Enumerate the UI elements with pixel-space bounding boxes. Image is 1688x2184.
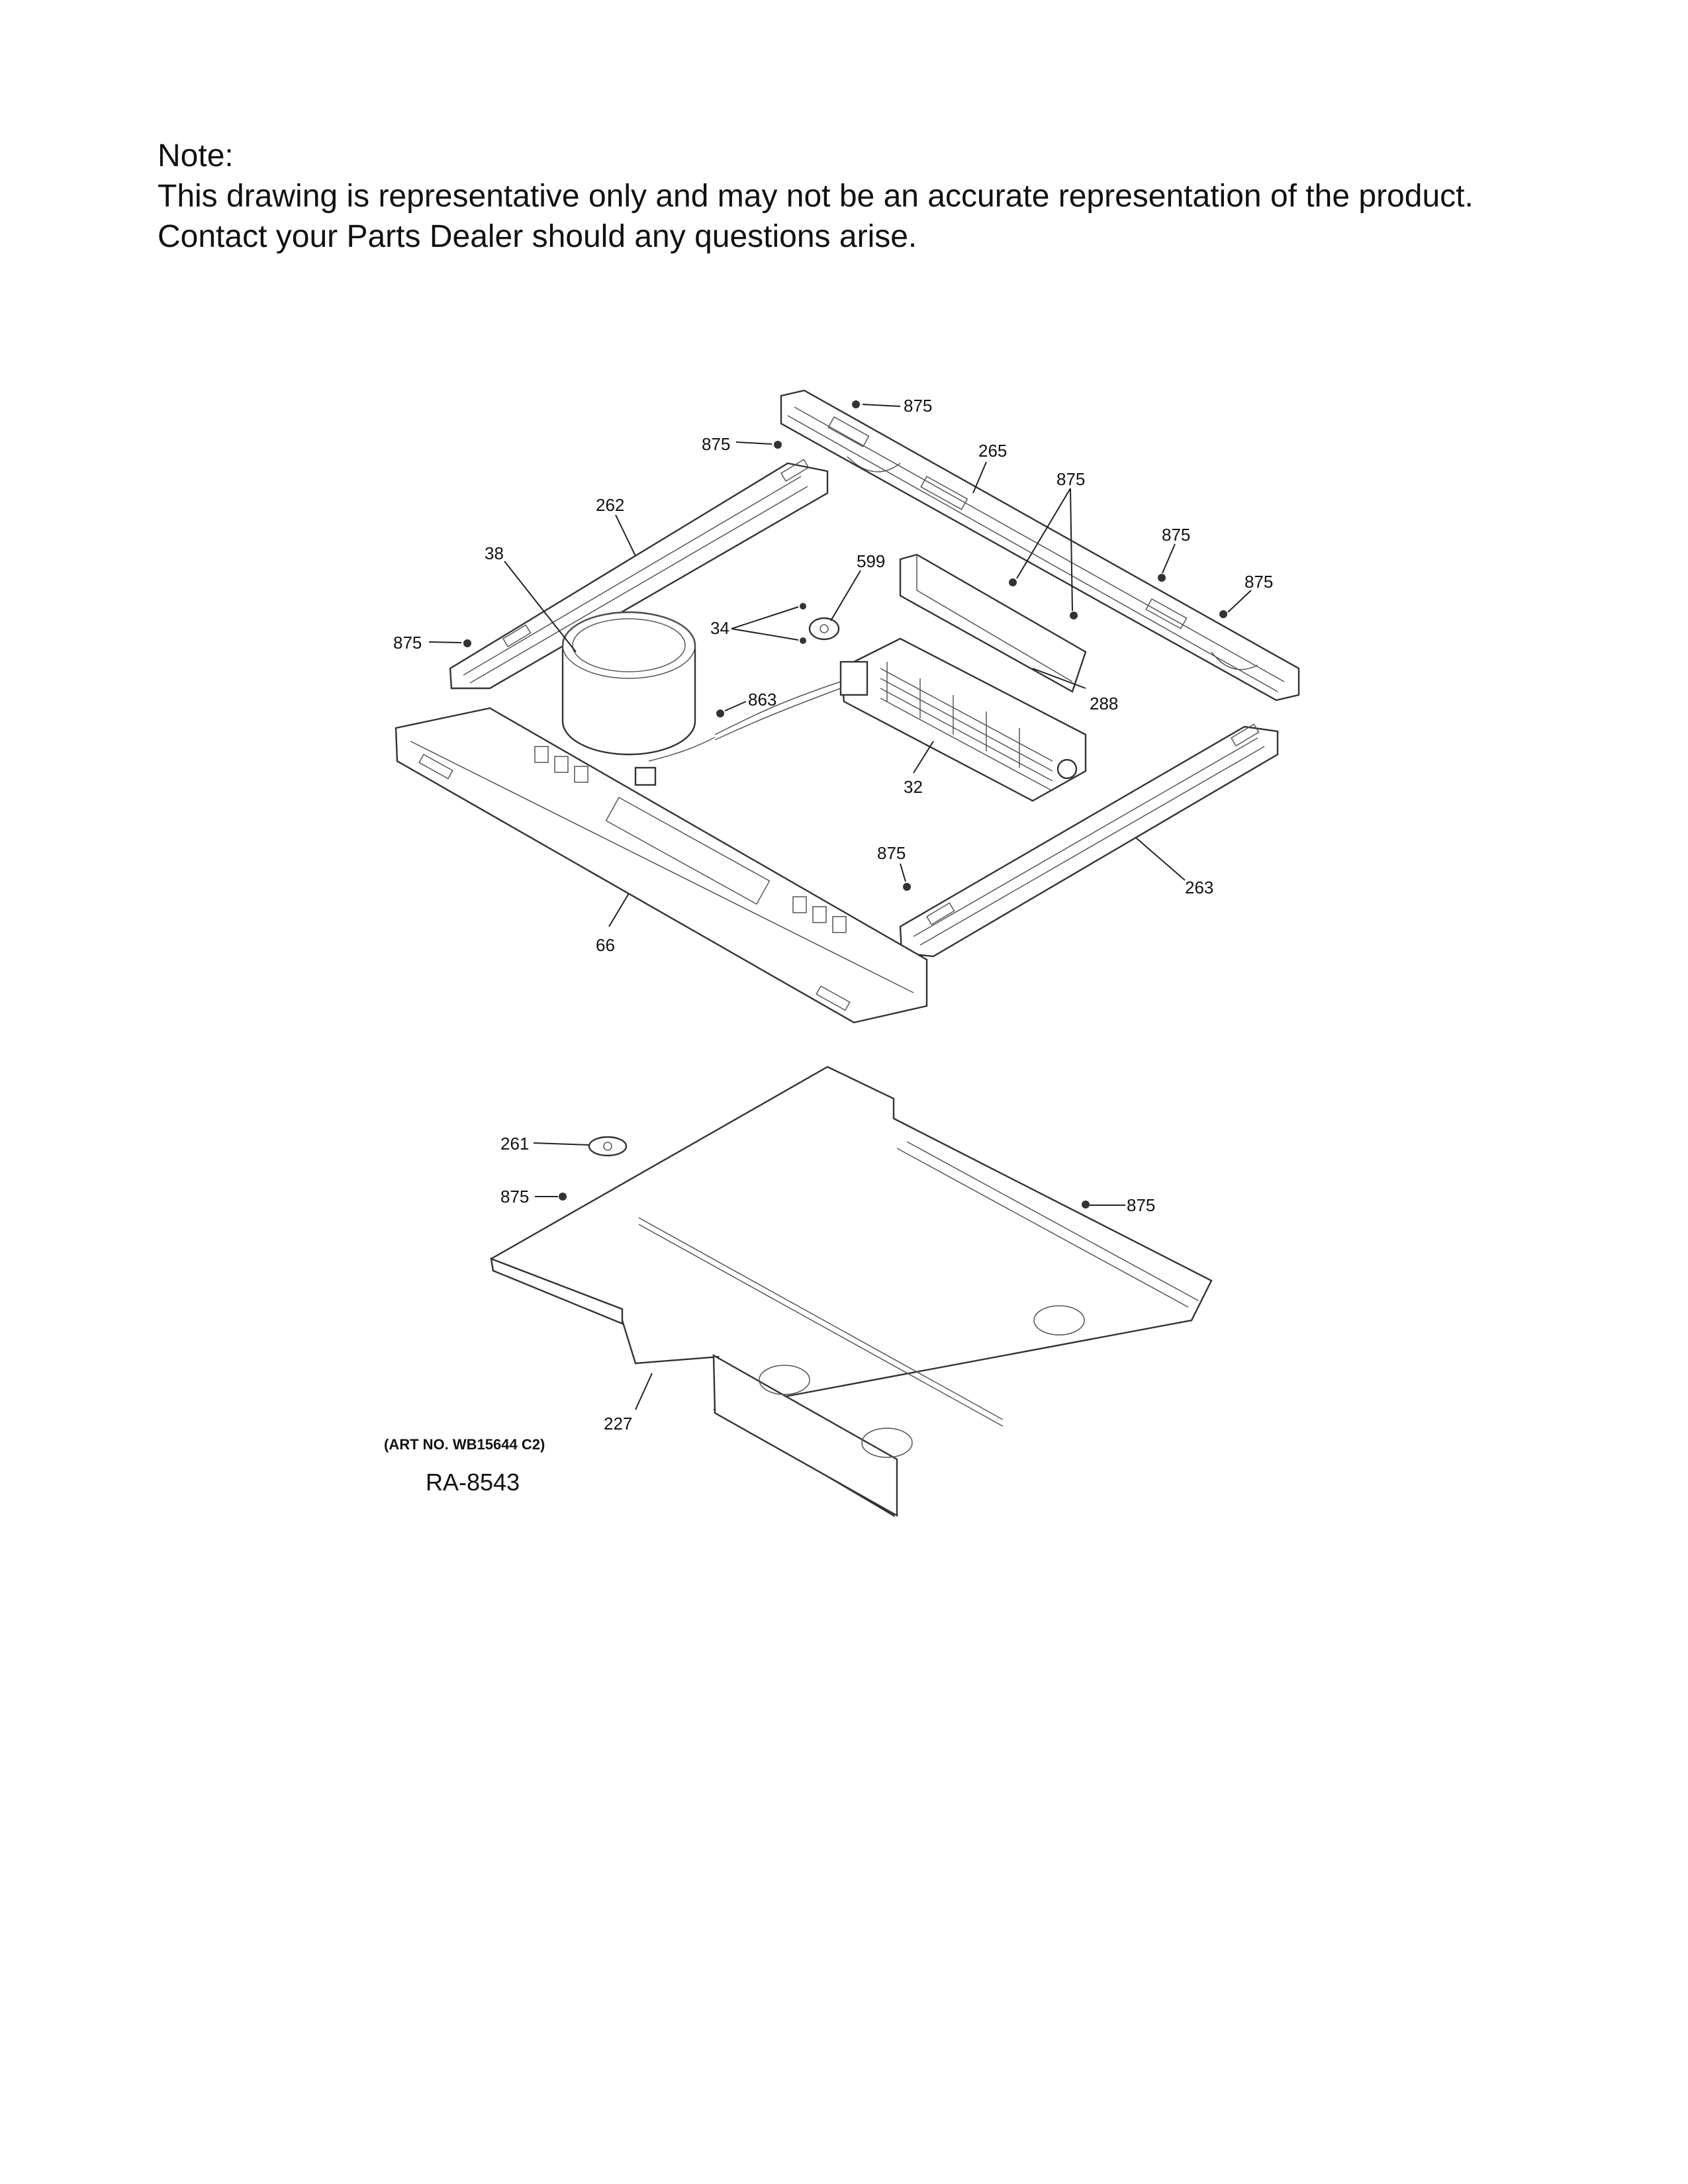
callout-875-left: 875 bbox=[393, 633, 422, 653]
bottom-tray-part bbox=[490, 1066, 1213, 1518]
screw-icon bbox=[463, 639, 471, 647]
screw-icon bbox=[559, 1193, 567, 1201]
callout-599: 599 bbox=[857, 551, 885, 571]
callout-227: 227 bbox=[604, 1414, 632, 1433]
callout-875-mid: 875 bbox=[877, 843, 906, 863]
wire-harness-part bbox=[634, 681, 841, 786]
callout-875-pair: 875 bbox=[1056, 469, 1085, 489]
callout-875-tray-right: 875 bbox=[1127, 1195, 1155, 1215]
leader-lines bbox=[428, 404, 1252, 1410]
screw-icon bbox=[852, 400, 860, 408]
callout-863: 863 bbox=[748, 690, 776, 709]
screw-icon bbox=[716, 709, 724, 717]
screw-icon bbox=[903, 883, 911, 891]
screw-icon bbox=[800, 637, 806, 644]
art-number-label: (ART NO. WB15644 C2) bbox=[384, 1436, 545, 1453]
callout-265: 265 bbox=[978, 441, 1007, 461]
left-rail-part bbox=[449, 459, 829, 690]
callout-875-top: 875 bbox=[904, 396, 932, 416]
screw-icon bbox=[774, 441, 782, 449]
callout-66: 66 bbox=[596, 935, 615, 955]
disclaimer-note: Note: This drawing is representative onl… bbox=[158, 136, 1548, 257]
screw-icon bbox=[1009, 578, 1017, 586]
screw-icons bbox=[463, 400, 1227, 1208]
callout-288: 288 bbox=[1090, 694, 1118, 713]
screw-icon bbox=[1070, 612, 1078, 619]
callout-38: 38 bbox=[485, 543, 504, 563]
rear-rail-part bbox=[780, 389, 1300, 702]
callout-875-c: 875 bbox=[1244, 572, 1273, 592]
front-panel-part bbox=[395, 707, 928, 1024]
screw-icon bbox=[1158, 574, 1166, 582]
screw-icon bbox=[800, 603, 806, 610]
callout-263: 263 bbox=[1185, 878, 1213, 897]
note-heading: Note: bbox=[158, 138, 234, 173]
screw-icon bbox=[1082, 1201, 1090, 1208]
callout-875-a: 875 bbox=[702, 434, 730, 454]
screw-icon bbox=[1219, 610, 1227, 618]
blower-duct-part bbox=[899, 553, 1087, 693]
callout-262: 262 bbox=[596, 495, 624, 515]
callout-875-tray-left: 875 bbox=[500, 1187, 529, 1206]
callout-34: 34 bbox=[710, 618, 729, 638]
fan-duct-ring-part bbox=[561, 611, 696, 756]
callout-875-b: 875 bbox=[1162, 525, 1190, 545]
clip-part bbox=[808, 617, 840, 641]
blower-motor-part bbox=[839, 637, 1087, 802]
note-line-2: Contact your Parts Dealer should any que… bbox=[158, 219, 917, 254]
callout-32: 32 bbox=[904, 777, 923, 797]
callout-261: 261 bbox=[500, 1134, 529, 1154]
note-line-1: This drawing is representative only and … bbox=[158, 179, 1474, 214]
thermostat-part bbox=[588, 1136, 628, 1157]
ra-code-label: RA-8543 bbox=[426, 1469, 520, 1496]
